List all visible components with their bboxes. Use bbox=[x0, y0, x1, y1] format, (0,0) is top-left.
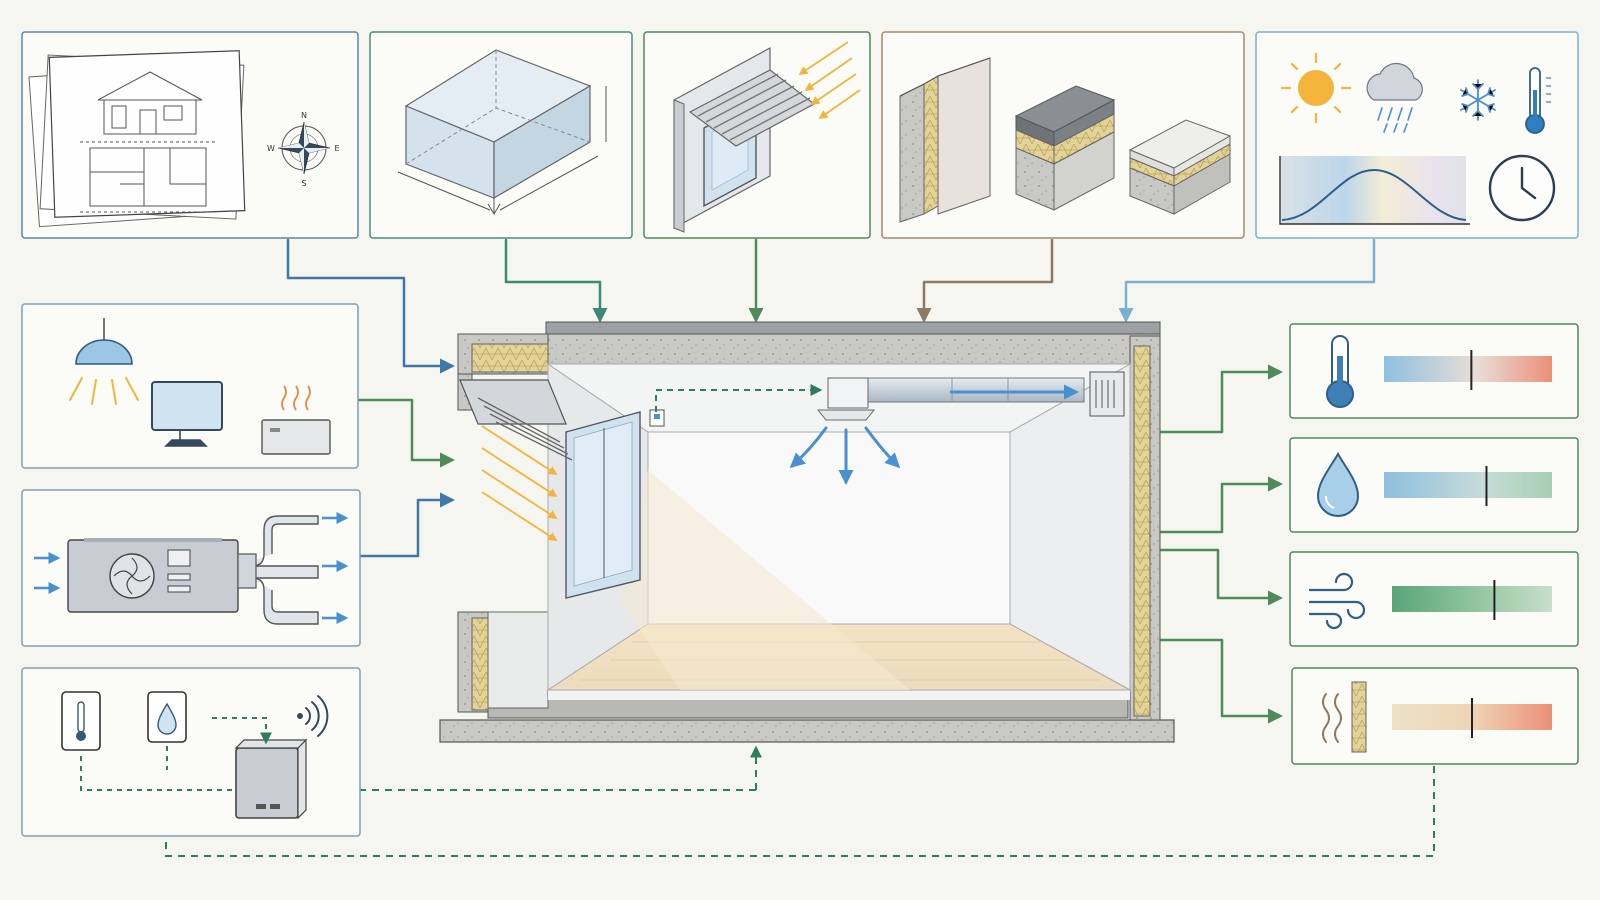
panel-internal-loads bbox=[21, 303, 359, 469]
clock-icon bbox=[1488, 154, 1556, 222]
compass-east-label: E bbox=[334, 144, 339, 153]
output-temperature bbox=[1289, 323, 1579, 419]
panel-hvac-system bbox=[21, 489, 361, 647]
computer-monitor-icon bbox=[151, 381, 223, 447]
output-airflow bbox=[1289, 551, 1579, 647]
thermometer-icon bbox=[1525, 67, 1551, 134]
panel-weather bbox=[1255, 31, 1579, 239]
panel-building-geometry bbox=[369, 31, 633, 239]
connector-thermostat-to-controller bbox=[80, 756, 236, 791]
connector-lines bbox=[165, 238, 1435, 857]
window-shading-icon bbox=[673, 41, 861, 233]
airflow-output-icon bbox=[1308, 572, 1366, 630]
panel-controls bbox=[21, 667, 361, 837]
connector-room-to-humidity bbox=[1158, 476, 1283, 534]
connector-room-to-moisture bbox=[1158, 638, 1283, 724]
panel-site-plans: N E S W bbox=[21, 31, 359, 239]
compass-south-label: S bbox=[301, 179, 306, 188]
sun-icon bbox=[1280, 52, 1352, 124]
snowflake-icon bbox=[1460, 79, 1496, 121]
panel-window-shading bbox=[643, 31, 871, 239]
compass-west-label: W bbox=[267, 144, 275, 153]
connector-loads-to-room bbox=[356, 398, 455, 468]
roof-construction-icon bbox=[1014, 85, 1116, 211]
thermostat-icon bbox=[61, 691, 101, 751]
compass-icon: N E S W bbox=[267, 111, 339, 188]
air-handling-unit-icon bbox=[34, 512, 349, 625]
connector-room-to-airflow bbox=[1158, 548, 1283, 606]
ceiling-lamp-icon bbox=[69, 318, 139, 405]
heater-icon bbox=[261, 385, 331, 455]
output-moisture bbox=[1291, 667, 1579, 765]
connector-weather-to-room bbox=[1118, 238, 1376, 323]
humidity-output-icon bbox=[1316, 451, 1360, 517]
building-geometry-icon bbox=[397, 49, 607, 216]
wall-construction-icon bbox=[899, 57, 991, 223]
output-humidity bbox=[1289, 437, 1579, 533]
compass-north-label: N bbox=[301, 111, 307, 120]
connector-site-to-room bbox=[286, 238, 455, 374]
panel-constructions bbox=[881, 31, 1245, 239]
connector-construction-to-room bbox=[916, 238, 1054, 323]
connector-feedback-loop bbox=[165, 766, 1435, 857]
connector-geometry-to-room bbox=[504, 238, 608, 323]
humidity-scale-bar bbox=[1384, 472, 1552, 498]
connector-room-to-temperature bbox=[1158, 364, 1283, 434]
temperature-scale-bar bbox=[1384, 356, 1552, 382]
climate-curve-icon bbox=[1279, 156, 1470, 225]
floor-construction-icon bbox=[1128, 119, 1232, 215]
connector-signal-to-controller bbox=[212, 717, 272, 745]
rain-cloud-icon bbox=[1366, 62, 1423, 133]
blueprint-icon bbox=[28, 50, 246, 228]
temperature-output-icon bbox=[1326, 335, 1354, 408]
connector-thermostat-to-diffuser bbox=[655, 384, 823, 412]
humidity-sensor-icon bbox=[147, 691, 187, 743]
airflow-scale-bar bbox=[1392, 586, 1552, 612]
wireless-icon bbox=[297, 695, 329, 737]
connector-hvac-to-room bbox=[358, 492, 455, 558]
controller-icon bbox=[234, 738, 308, 820]
room-section bbox=[439, 321, 1175, 743]
moisture-wall-output-icon bbox=[1322, 681, 1367, 753]
